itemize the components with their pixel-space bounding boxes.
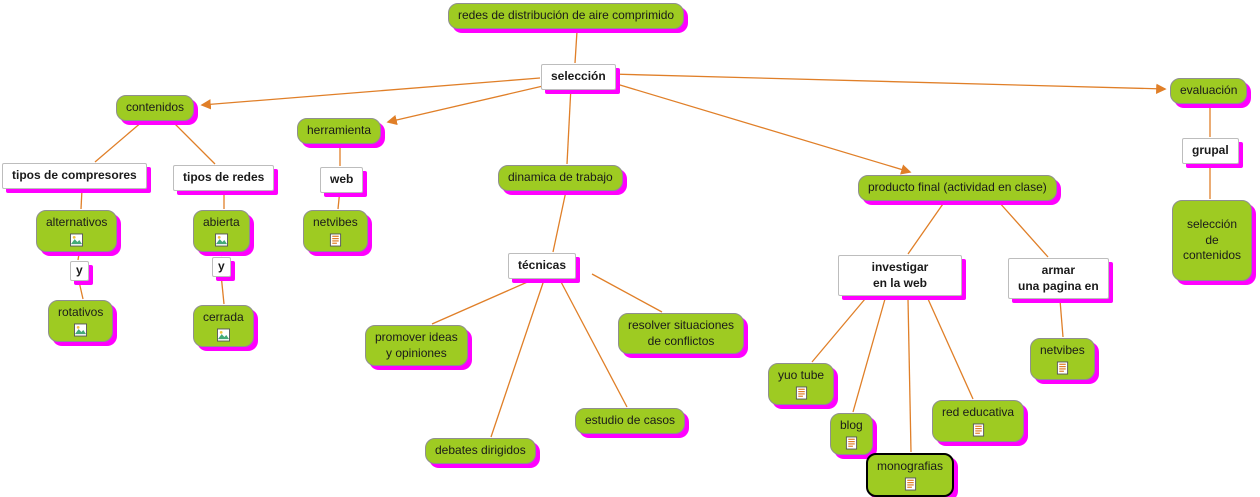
- concept-node-herramienta[interactable]: herramienta: [297, 118, 382, 144]
- node-label: investigar en la web: [871, 260, 929, 290]
- concept-node-dinamica-de-trabajo[interactable]: dinamica de trabajo: [498, 165, 623, 191]
- concept-node-tecnicas[interactable]: técnicas: [508, 253, 577, 279]
- node-label: estudio de casos: [585, 413, 676, 427]
- node-label: alternativos: [46, 215, 108, 229]
- concept-node-tipos-de-compresores[interactable]: tipos de compresores: [2, 163, 147, 189]
- concept-node-tipos-de-redes[interactable]: tipos de redes: [173, 165, 275, 191]
- node-label: web: [330, 172, 354, 186]
- concept-node-grupal[interactable]: grupal: [1182, 138, 1239, 164]
- concept-node-cerrada[interactable]: cerrada: [193, 305, 254, 347]
- document-resource-icon[interactable]: [329, 233, 342, 247]
- node-label: grupal: [1192, 143, 1229, 157]
- concept-node-monografias[interactable]: monografias: [866, 453, 955, 497]
- node-label: redes de distribución de aire comprimido: [458, 8, 675, 22]
- node-label: rotativos: [58, 305, 104, 319]
- node-label: red educativa: [942, 405, 1015, 419]
- concept-node-seleccion[interactable]: selección: [541, 64, 616, 90]
- node-label: tipos de compresores: [12, 168, 137, 182]
- concept-node-abierta[interactable]: abierta: [193, 210, 250, 252]
- node-label: cerrada: [203, 310, 244, 324]
- concept-node-estudio-de-casos[interactable]: estudio de casos: [575, 408, 686, 434]
- concept-node-red-educativa[interactable]: red educativa: [932, 400, 1025, 442]
- node-label: dinamica de trabajo: [508, 170, 613, 184]
- concept-node-debates-dirigidos[interactable]: debates dirigidos: [425, 438, 536, 464]
- node-label: promover ideas y opiniones: [375, 330, 458, 360]
- node-label: blog: [840, 418, 863, 432]
- node-label: netvibes: [1040, 343, 1085, 357]
- node-label: selección de contenidos: [1183, 217, 1242, 263]
- node-label: netvibes: [313, 215, 358, 229]
- concept-node-promover-ideas[interactable]: promover ideas y opiniones: [365, 325, 468, 367]
- concept-node-evaluacion[interactable]: evaluación: [1170, 78, 1248, 104]
- node-label: tipos de redes: [183, 170, 265, 184]
- document-resource-icon[interactable]: [795, 386, 808, 400]
- document-resource-icon[interactable]: [1056, 361, 1069, 375]
- concept-node-web[interactable]: web: [320, 167, 364, 193]
- concept-node-netvibes-herramienta[interactable]: netvibes: [303, 210, 368, 252]
- node-label: selección: [551, 69, 606, 83]
- concept-node-resolver-conflictos[interactable]: resolver situaciones de conflictos: [618, 313, 745, 355]
- concept-node-seleccion-de-contenidos[interactable]: selección de contenidos: [1172, 200, 1253, 281]
- node-label: herramienta: [307, 123, 372, 137]
- image-resource-icon[interactable]: [215, 233, 228, 247]
- concept-node-yuo-tube[interactable]: yuo tube: [768, 363, 835, 405]
- concept-node-producto-final[interactable]: producto final (actividad en clase): [858, 175, 1057, 201]
- node-label: yuo tube: [778, 368, 825, 382]
- image-resource-icon[interactable]: [70, 233, 83, 247]
- document-resource-icon[interactable]: [845, 436, 858, 450]
- document-resource-icon[interactable]: [904, 477, 917, 491]
- node-label: producto final (actividad en clase): [868, 180, 1047, 194]
- node-label: y: [76, 263, 83, 277]
- concept-node-netvibes-pagina[interactable]: netvibes: [1030, 338, 1095, 380]
- image-resource-icon[interactable]: [74, 323, 87, 337]
- node-label: armar una pagina en: [1018, 263, 1099, 293]
- document-resource-icon[interactable]: [972, 423, 985, 437]
- node-label: abierta: [203, 215, 240, 229]
- concept-node-root[interactable]: redes de distribución de aire comprimido: [448, 3, 685, 29]
- concept-node-alternativos[interactable]: alternativos: [36, 210, 118, 252]
- node-label: contenidos: [126, 100, 185, 114]
- concept-node-blog[interactable]: blog: [830, 413, 873, 455]
- concept-node-investigar-en-la-web[interactable]: investigar en la web: [838, 255, 962, 297]
- node-label: resolver situaciones de conflictos: [628, 318, 735, 348]
- node-label: monografias: [877, 459, 944, 473]
- link-label-y-redes[interactable]: y: [212, 257, 231, 277]
- concept-node-armar-una-pagina-en[interactable]: armar una pagina en: [1008, 258, 1109, 300]
- node-label: y: [218, 259, 225, 273]
- image-resource-icon[interactable]: [217, 328, 230, 342]
- node-label: debates dirigidos: [435, 443, 526, 457]
- node-label: evaluación: [1180, 83, 1238, 97]
- node-label: técnicas: [518, 258, 567, 272]
- concept-node-rotativos[interactable]: rotativos: [48, 300, 114, 342]
- link-label-y-compresores[interactable]: y: [70, 261, 89, 281]
- concept-node-contenidos[interactable]: contenidos: [116, 95, 195, 121]
